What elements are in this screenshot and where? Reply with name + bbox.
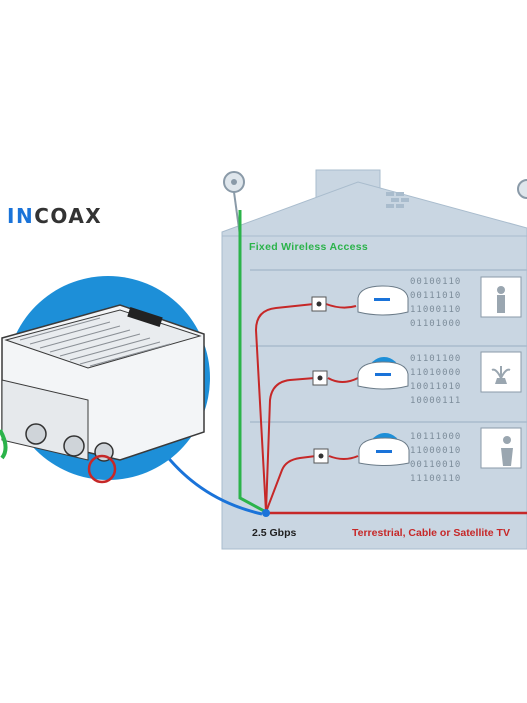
floor-2 <box>312 351 522 393</box>
window-person-icon <box>480 276 522 318</box>
binary-line: 10000111 <box>410 396 461 406</box>
floor-1 <box>311 276 522 318</box>
highlight-circle <box>87 454 117 484</box>
roof-bricks <box>386 192 409 208</box>
antenna-right <box>517 179 527 199</box>
modem-icon <box>357 285 409 316</box>
speed-label: 2.5 Gbps <box>252 527 297 539</box>
binary-line: 00100110 <box>410 277 461 287</box>
antenna-dish-icon <box>517 179 527 199</box>
modem-icon <box>358 433 410 466</box>
green-cable-stub <box>0 429 8 460</box>
logo-prefix: IN <box>7 204 35 228</box>
modem-icon <box>357 357 409 390</box>
device-connection-line <box>160 449 263 516</box>
tv-source-label: Terrestrial, Cable or Satellite TV <box>352 527 510 539</box>
window-plant-icon <box>480 351 522 393</box>
junction-dot <box>262 509 270 517</box>
logo-rest: COAX <box>34 204 103 228</box>
binary-line: 11100110 <box>410 474 461 484</box>
floor-3 <box>313 427 522 469</box>
binary-line: 01101000 <box>410 319 461 329</box>
amplifier-callout <box>0 276 210 484</box>
binary-line: 00111010 <box>410 291 461 301</box>
window-person-icon <box>480 427 522 469</box>
roof <box>221 181 527 239</box>
binary-line: 00110010 <box>410 460 461 470</box>
coax-distribution <box>254 303 359 513</box>
incoax-logo: INCOAX <box>7 204 102 228</box>
binary-line: 11010000 <box>410 368 461 378</box>
binary-line: 10011010 <box>410 382 461 392</box>
amplifier-device-icon <box>1 304 205 484</box>
fixed-wireless-line <box>238 210 267 514</box>
binary-line: 11000010 <box>410 446 461 456</box>
binary-line: 01101100 <box>410 354 461 364</box>
binary-line: 10111000 <box>410 432 461 442</box>
binary-text: 00100110 00111010 11000110 01101000 0110… <box>410 277 461 484</box>
binary-line: 11000110 <box>410 305 461 315</box>
fixed-wireless-label: Fixed Wireless Access <box>249 241 369 253</box>
